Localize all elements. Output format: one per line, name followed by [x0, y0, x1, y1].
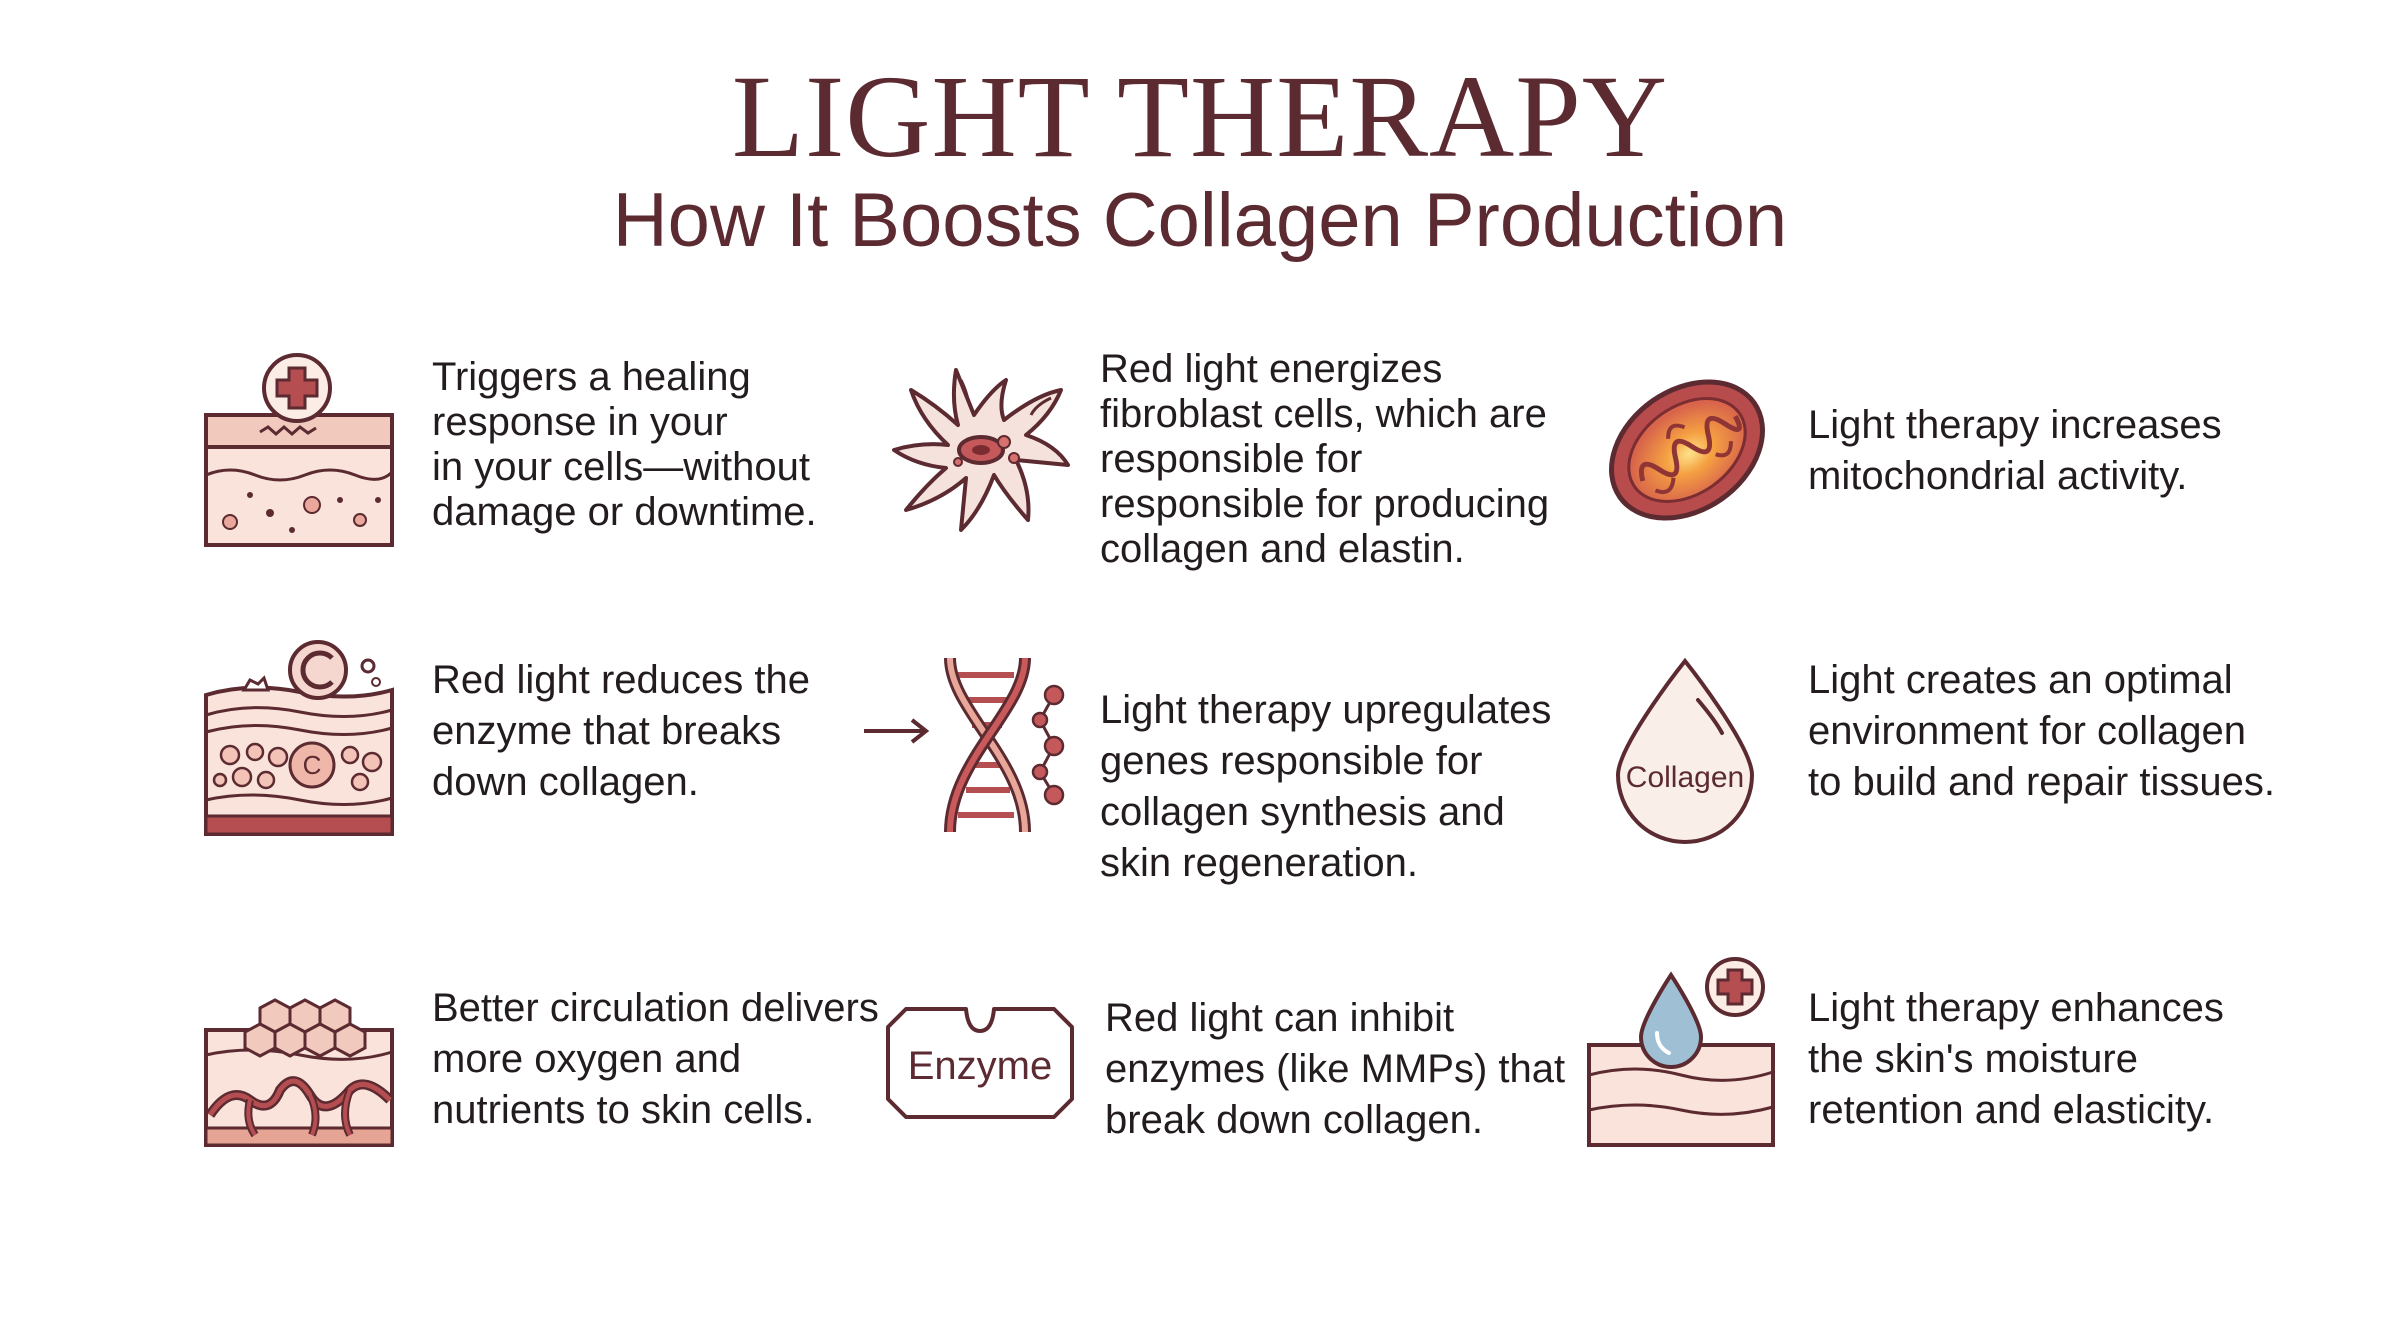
mitochondria-icon: [1598, 355, 1776, 545]
item-text-mitochondria: Light therapy increases mitochondrial ac…: [1808, 403, 2222, 498]
item-text-circulation: Better circulation delivers more oxygen …: [432, 986, 879, 1132]
blood-vessel-skin-icon: [200, 990, 400, 1150]
item-text-inhibit-enzymes: Red light can inhibit enzymes (like MMPs…: [1105, 996, 1566, 1142]
page-subtitle: How It Boosts Collagen Production: [612, 178, 1788, 263]
svg-text:C: C: [303, 750, 322, 780]
item-text-reduces-enzyme: Red light reduces the enzyme that breaks…: [432, 658, 811, 804]
fibroblast-cell-icon: [886, 350, 1076, 540]
item-text-optimal-environment: Light creates an optimal environment for…: [1808, 658, 2275, 804]
healing-skin-icon: [200, 350, 400, 550]
item-text-fibroblast: Red light energizes fibroblast cells, wh…: [1100, 347, 1550, 571]
skin-layers-collagen-icon: C: [200, 640, 400, 840]
item-text-moisture-retention: Light therapy enhances the skin's moistu…: [1808, 986, 2224, 1132]
moisture-skin-icon: [1585, 955, 1775, 1150]
item-text-upregulates-genes: Light therapy upregulates genes responsi…: [1100, 688, 1552, 885]
item-text-healing-response: Triggers a healing response in your in y…: [432, 355, 817, 534]
enzyme-label: Enzyme: [908, 1044, 1053, 1088]
dna-helix-icon: [930, 650, 1070, 840]
collagen-drop-icon: Collagen: [1610, 655, 1760, 845]
arrow-right-icon: [862, 716, 932, 746]
enzyme-icon: Enzyme: [884, 1005, 1076, 1121]
collagen-drop-label: Collagen: [1626, 761, 1744, 794]
page-title: LIGHT THERAPY: [731, 51, 1669, 182]
